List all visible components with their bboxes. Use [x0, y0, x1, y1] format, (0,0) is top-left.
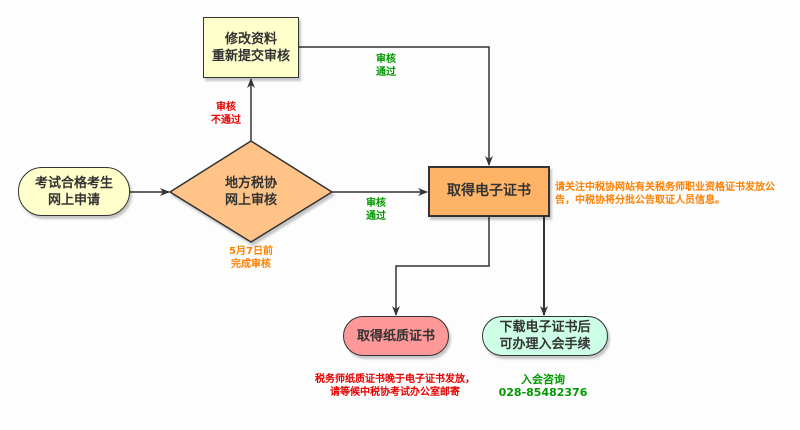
reject-label-line-1: 审核 [216, 102, 236, 113]
contact-title: 入会咨询 [521, 373, 565, 386]
deadline-line-2: 完成审核 [231, 259, 271, 270]
node-paper-line-1: 取得纸质证书 [356, 328, 435, 344]
node-start-line-1: 考试合格考生 [34, 175, 113, 191]
node-start-line-2: 网上申请 [47, 192, 100, 208]
edge-label-review-rejected: 审核 不通过 [206, 101, 246, 127]
approve-top-line-2: 通过 [376, 67, 396, 78]
contact-phone: 028-85482376 [498, 386, 588, 399]
node-review-line-1: 地方税协 [224, 176, 277, 191]
certificate-notice: 请关注中税协网站有关税务师职业资格证书发放公告，中税协将分批公告取证人员信息。 [555, 182, 775, 206]
paper-note-line-1: 税务师纸质证书晚于电子证书发放， [315, 374, 475, 385]
membership-contact: 入会咨询 028-85482376 [497, 373, 589, 399]
node-cert-line-1: 取得电子证书 [447, 183, 531, 199]
review-decision-diamond[interactable] [168, 140, 334, 243]
node-review-text: 地方税协 网上审核 [200, 172, 302, 212]
edge-label-approved-mid: 审核 通过 [356, 197, 396, 223]
deadline-line-1: 5月7日前 [229, 246, 273, 257]
node-review-line-2: 网上审核 [224, 193, 277, 208]
node-download-e-certificate[interactable]: 下载电子证书后 可办理入会手续 [482, 316, 608, 356]
approve-mid-line-2: 通过 [366, 211, 386, 222]
node-revise-resubmit[interactable]: 修改资料 重新提交审核 [203, 17, 299, 78]
approve-mid-line-1: 审核 [366, 198, 386, 209]
node-download-line-1: 下载电子证书后 [499, 320, 591, 335]
node-start-online-application[interactable]: 考试合格考生 网上申请 [18, 167, 130, 216]
node-get-paper-certificate[interactable]: 取得纸质证书 [343, 316, 449, 356]
approve-top-line-1: 审核 [376, 54, 396, 65]
edge-revise-to-certificate [299, 46, 493, 166]
paper-certificate-note: 税务师纸质证书晚于电子证书发放， 请等候中税协考试办公室邮寄 [300, 373, 490, 399]
reject-label-line-2: 不通过 [211, 115, 241, 126]
edge-label-approved-top: 审核 通过 [366, 53, 406, 79]
node-revise-line-1: 修改资料 [224, 31, 277, 47]
edge-certificate-to-paper [392, 217, 490, 316]
paper-note-line-2: 请等候中税协考试办公室邮寄 [330, 387, 460, 398]
node-get-e-certificate[interactable]: 取得电子证书 [428, 166, 550, 217]
node-download-line-2: 可办理入会手续 [499, 337, 591, 352]
deadline-note: 5月7日前 完成审核 [220, 245, 282, 271]
node-revise-line-2: 重新提交审核 [211, 48, 290, 64]
